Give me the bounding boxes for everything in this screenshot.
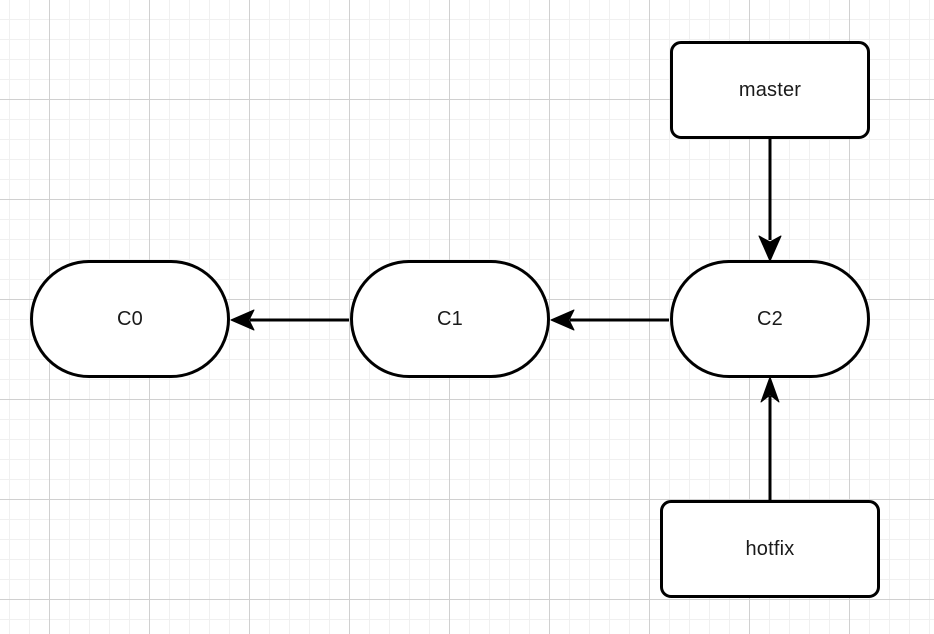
edge-c1-to-c0 xyxy=(230,309,349,331)
arrowhead-master-to-c2 xyxy=(758,235,782,262)
edge-hotfix-to-c2 xyxy=(760,376,780,500)
node-c2-label: C2 xyxy=(757,308,783,330)
edge-master-to-c2 xyxy=(758,139,782,262)
node-master-label: master xyxy=(738,79,802,101)
arrowhead-c1-to-c0 xyxy=(230,309,255,331)
node-c2[interactable]: C2 xyxy=(670,260,870,378)
node-master[interactable]: master xyxy=(670,41,870,139)
edge-c2-to-c1 xyxy=(550,309,669,331)
arrowhead-c2-to-c1 xyxy=(550,309,575,331)
node-hotfix[interactable]: hotfix xyxy=(660,500,880,598)
node-c0-label: C0 xyxy=(117,308,143,330)
arrowhead-hotfix-to-c2 xyxy=(760,376,780,403)
node-c1[interactable]: C1 xyxy=(350,260,550,378)
node-hotfix-label: hotfix xyxy=(745,538,795,560)
node-c0[interactable]: C0 xyxy=(30,260,230,378)
node-c1-label: C1 xyxy=(437,308,463,330)
